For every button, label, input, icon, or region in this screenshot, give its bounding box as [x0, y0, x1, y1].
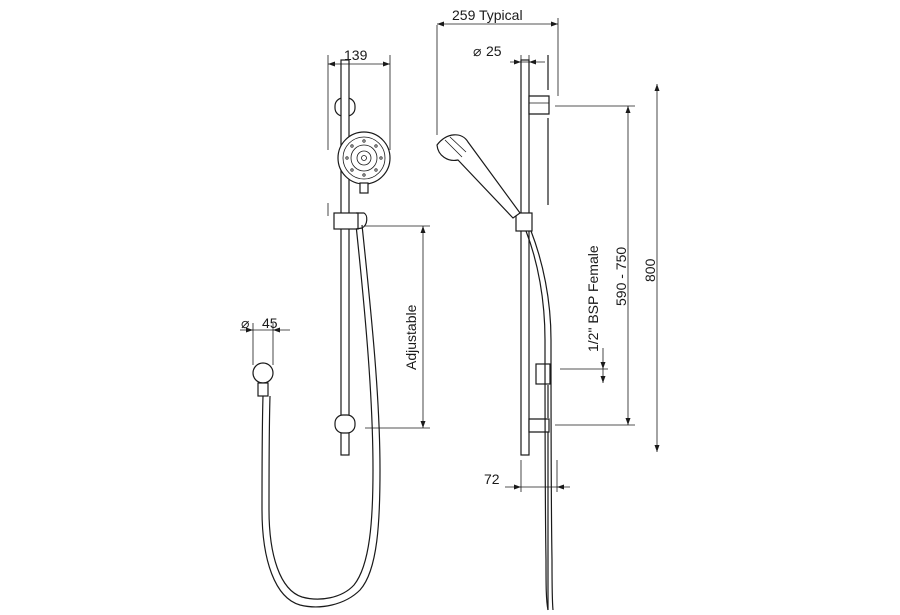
diameter-symbol-25: ⌀ [473, 43, 481, 59]
hose-front-view [261, 224, 381, 608]
dim-label-diameter-25: 25 [486, 43, 502, 59]
wall-outlet: ⌀ 45 [240, 315, 290, 397]
dim-label-bsp-female: 1/2" BSP Female [585, 245, 601, 352]
nozzle-dots [345, 139, 383, 177]
rail-front-view: 139 Adjustable [327, 47, 430, 456]
dim-label-800: 800 [642, 258, 658, 282]
rail-side-view: 259 Typical ⌀ 25 72 1/2" BSP Female 590 … [436, 7, 660, 611]
dim-label-259-typical: 259 Typical [452, 7, 523, 23]
dim-label-diameter-45: 45 [262, 315, 278, 331]
dim-label-72: 72 [484, 471, 500, 487]
dim-label-adjustable: Adjustable [403, 304, 419, 370]
dim-label-590-750: 590 - 750 [613, 247, 629, 306]
dim-label-139: 139 [344, 47, 368, 63]
diameter-symbol-45: ⌀ [241, 315, 249, 331]
